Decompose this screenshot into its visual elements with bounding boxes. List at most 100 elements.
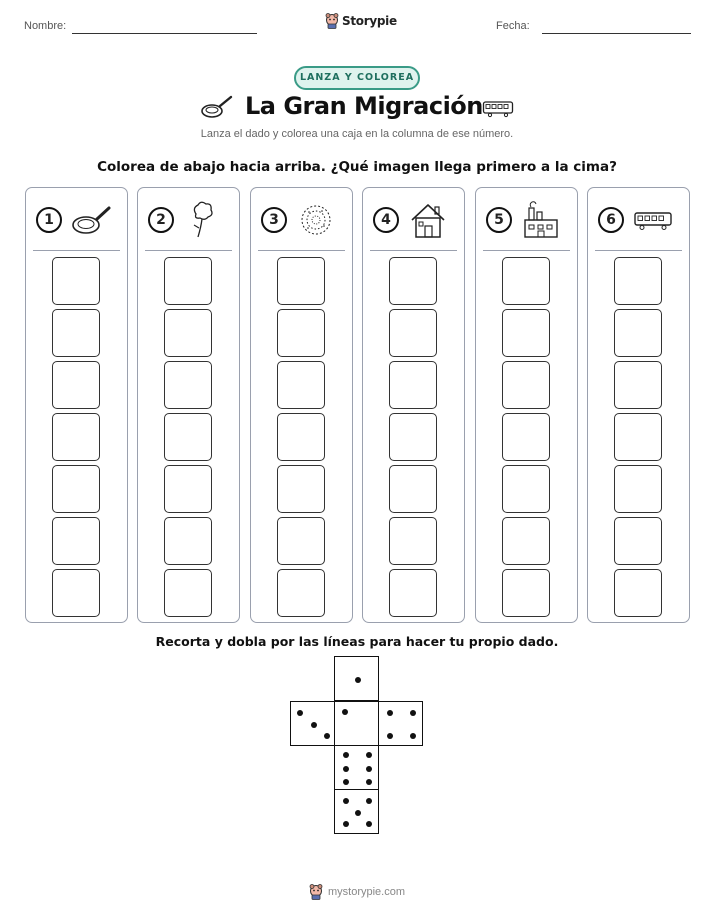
dice-pip — [343, 798, 349, 804]
activity-badge: LANZA Y COLOREA — [294, 66, 420, 90]
color-box[interactable] — [502, 413, 550, 461]
column-header: 4 — [363, 188, 464, 250]
dice-face — [334, 789, 379, 834]
column-3: 3 — [250, 187, 353, 623]
color-box[interactable] — [52, 413, 100, 461]
dice-pip — [354, 676, 361, 683]
train-title-icon — [482, 101, 514, 118]
color-box[interactable] — [614, 413, 662, 461]
column-header: 2 — [138, 188, 239, 250]
column-6: 6 — [587, 187, 690, 623]
color-box[interactable] — [52, 257, 100, 305]
date-line[interactable] — [542, 33, 691, 34]
name-line[interactable] — [72, 33, 257, 34]
color-box[interactable] — [277, 413, 325, 461]
color-box[interactable] — [389, 517, 437, 565]
color-box[interactable] — [277, 517, 325, 565]
color-box[interactable] — [502, 361, 550, 409]
column-number: 1 — [36, 207, 62, 233]
color-box[interactable] — [614, 465, 662, 513]
column-5: 5 — [475, 187, 578, 623]
color-box[interactable] — [164, 257, 212, 305]
color-box[interactable] — [614, 309, 662, 357]
color-box[interactable] — [164, 569, 212, 617]
dice-pip — [387, 733, 393, 739]
storypie-mascot-icon — [325, 13, 339, 29]
frying-pan-icon — [72, 206, 111, 234]
column-header: 5 — [476, 188, 577, 250]
color-box[interactable] — [502, 257, 550, 305]
dice-pip — [342, 709, 348, 715]
brand-name: Storypie — [342, 14, 397, 28]
color-box[interactable] — [277, 361, 325, 409]
dice-pip — [366, 752, 372, 758]
color-box[interactable] — [164, 361, 212, 409]
dice-pip — [366, 779, 372, 785]
color-box[interactable] — [614, 517, 662, 565]
storypie-mascot-footer-icon — [309, 884, 323, 900]
color-box[interactable] — [614, 257, 662, 305]
column-header: 1 — [26, 188, 127, 250]
column-number: 4 — [373, 207, 399, 233]
page-title: La Gran Migración — [245, 92, 483, 120]
dice-pip — [410, 733, 416, 739]
column-divider — [370, 250, 457, 251]
date-label: Fecha: — [496, 20, 530, 32]
color-box[interactable] — [502, 569, 550, 617]
dice-pip — [354, 809, 361, 816]
column-header: 6 — [588, 188, 689, 250]
dice-face — [334, 656, 379, 701]
storypie-logo: Storypie — [325, 13, 397, 29]
color-box[interactable] — [389, 465, 437, 513]
footer: mystorypie.com — [308, 884, 405, 900]
cotton-plant-icon — [193, 201, 213, 238]
dice-pip — [324, 733, 330, 739]
column-number: 5 — [486, 207, 512, 233]
color-box[interactable] — [389, 361, 437, 409]
color-box[interactable] — [277, 309, 325, 357]
column-4: 4 — [362, 187, 465, 623]
column-number: 2 — [148, 207, 174, 233]
column-divider — [258, 250, 345, 251]
color-box[interactable] — [389, 569, 437, 617]
dice-pip — [366, 798, 372, 804]
color-box[interactable] — [164, 465, 212, 513]
footer-url: mystorypie.com — [328, 886, 406, 898]
color-box[interactable] — [614, 361, 662, 409]
subtitle: Lanza el dado y colorea una caja en la c… — [200, 128, 514, 140]
color-box[interactable] — [389, 257, 437, 305]
color-box[interactable] — [389, 309, 437, 357]
dice-pip — [366, 821, 372, 827]
color-box[interactable] — [52, 309, 100, 357]
dice-face — [334, 701, 379, 746]
color-box[interactable] — [164, 517, 212, 565]
house-icon — [411, 204, 445, 238]
color-box[interactable] — [52, 361, 100, 409]
color-box[interactable] — [614, 569, 662, 617]
dice-pip — [410, 710, 416, 716]
color-box[interactable] — [164, 413, 212, 461]
dice-pip — [310, 721, 317, 728]
dice-face — [378, 701, 423, 746]
color-box[interactable] — [389, 413, 437, 461]
column-number: 3 — [261, 207, 287, 233]
color-box[interactable] — [164, 309, 212, 357]
color-box[interactable] — [502, 517, 550, 565]
cut-instruction: Recorta y dobla por las líneas para hace… — [155, 634, 559, 649]
color-box[interactable] — [277, 569, 325, 617]
column-number: 6 — [598, 207, 624, 233]
dice-face — [290, 701, 335, 746]
dice-pip — [387, 710, 393, 716]
train-car-icon — [634, 212, 672, 230]
color-box[interactable] — [52, 465, 100, 513]
color-box[interactable] — [52, 517, 100, 565]
color-box[interactable] — [277, 465, 325, 513]
color-box[interactable] — [277, 257, 325, 305]
column-divider — [483, 250, 570, 251]
color-box[interactable] — [502, 465, 550, 513]
dice-pip — [343, 779, 349, 785]
color-box[interactable] — [502, 309, 550, 357]
dice-pip — [343, 821, 349, 827]
dust-cloud-icon — [301, 205, 331, 235]
color-box[interactable] — [52, 569, 100, 617]
